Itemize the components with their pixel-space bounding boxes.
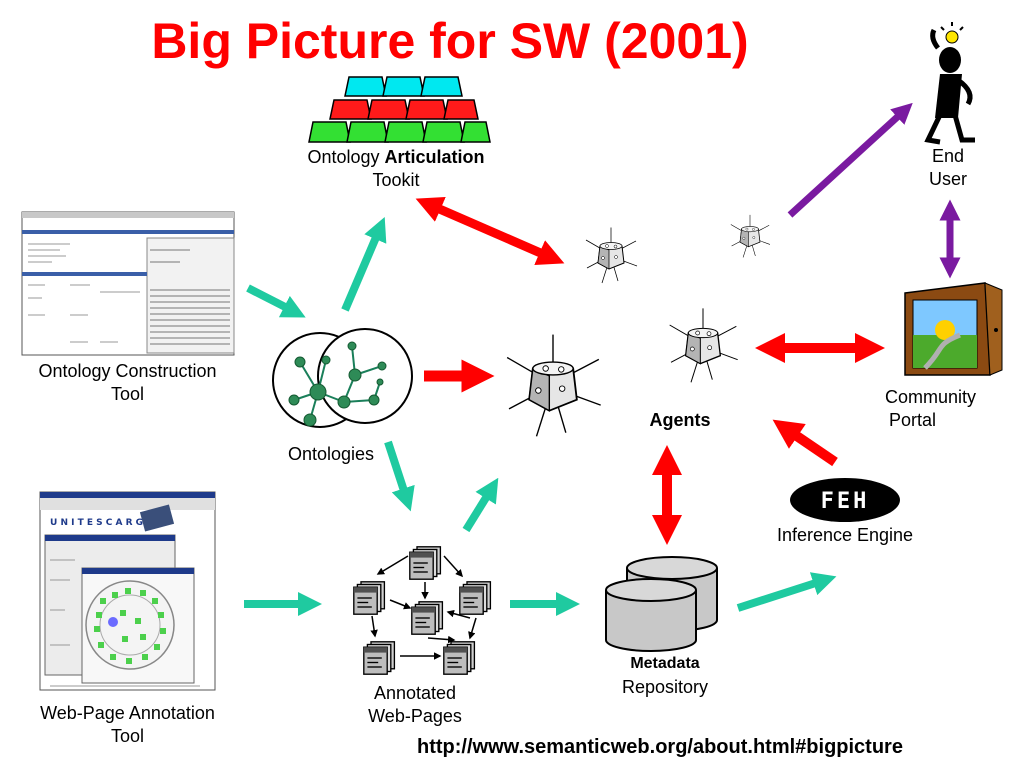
inference-engine-logo: FEH xyxy=(790,478,900,522)
community-portal-door-icon xyxy=(904,282,1003,376)
metadata-repository-label-line2: Repository xyxy=(621,677,709,697)
articulation-toolkit-label-line1: Ontology Articulation xyxy=(280,146,512,168)
community-portal-label-line2: Portal xyxy=(889,410,937,430)
articulation-toolkit-label-line2: Tookit xyxy=(372,170,420,190)
end-user-figure-icon xyxy=(924,22,975,145)
arrow-agent-to-end-user xyxy=(787,102,913,218)
arrow-articulation-agents xyxy=(415,197,565,265)
ontology-construction-tool-screenshot xyxy=(21,211,235,356)
web-page-doc-icon xyxy=(409,546,442,580)
arrow-annotated-to-agent xyxy=(462,477,499,533)
annotated-web-pages-icon xyxy=(353,546,492,675)
annotation-tool-label-line1: Web-Page Annotation xyxy=(40,703,215,723)
annotated-pages-label-line2: Web-Pages xyxy=(368,706,462,726)
annotated-pages-label-line1: Annotated xyxy=(373,683,457,703)
arrow-ontologies-to-annotated xyxy=(384,440,415,512)
agent-icon-right xyxy=(669,307,739,384)
source-url: http://www.semanticweb.org/about.html#bi… xyxy=(417,736,903,758)
inference-engine-label: Inference Engine xyxy=(776,525,914,545)
construction-tool-label-line2: Tool xyxy=(110,384,145,404)
articulation-label-bold: Articulation xyxy=(384,147,485,167)
end-user-label-line1: End xyxy=(931,146,965,166)
community-portal-label-line1: Community xyxy=(885,387,977,407)
agent-icon-top xyxy=(585,227,638,284)
web-page-doc-icon xyxy=(443,641,476,675)
metadata-repository-icon xyxy=(605,556,718,652)
page-title: Big Picture for SW (2001) xyxy=(151,13,749,69)
agent-icon-top-right xyxy=(730,214,771,258)
ontologies-icon xyxy=(272,328,413,428)
ontologies-label: Ontologies xyxy=(287,444,375,464)
web-page-doc-icon xyxy=(411,601,444,635)
agent-icon-main xyxy=(506,333,602,438)
arrow-ontologies-to-articulation xyxy=(341,216,387,312)
articulation-toolkit-bricks xyxy=(308,76,491,143)
screenshot-banner-text: U N I T E S C A R G O xyxy=(50,518,154,528)
web-page-annotation-tool-screenshot: U N I T E S C A R G O xyxy=(39,491,216,691)
flow-arrows xyxy=(244,102,961,616)
end-user-label-line2: User xyxy=(928,169,967,189)
construction-tool-label-line1: Ontology Construction xyxy=(38,361,217,381)
web-page-doc-icon xyxy=(459,581,492,615)
web-page-doc-icon xyxy=(363,641,396,675)
arrow-construction-to-ontologies xyxy=(246,284,306,318)
arrow-metadata-to-inference xyxy=(736,572,837,612)
inference-engine-logo-text: FEH xyxy=(821,489,870,514)
articulation-label-text: Ontology xyxy=(307,147,385,167)
web-page-doc-icon xyxy=(353,581,386,615)
arrow-inference-to-agents xyxy=(772,419,838,467)
annotation-tool-label-line2: Tool xyxy=(110,726,145,746)
agents-label: Agents xyxy=(649,410,711,430)
metadata-repository-label-line1: Metadata xyxy=(630,655,700,672)
